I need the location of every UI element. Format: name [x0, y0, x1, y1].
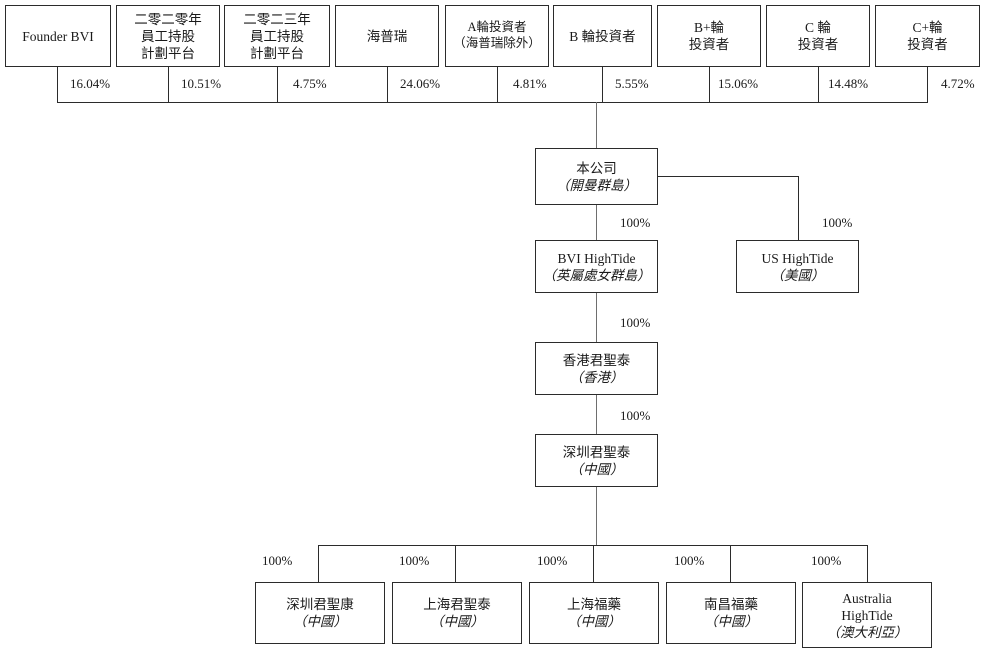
- leaf-jurisdiction: （中國）: [704, 614, 758, 629]
- subsidiary-name: 深圳君聖泰: [562, 444, 631, 460]
- leaf-jurisdiction: （中國）: [293, 614, 347, 629]
- percent-founder-bvi: 16.04%: [70, 76, 111, 91]
- percent-shanghai-fuyao: 100%: [537, 553, 568, 568]
- connector-company-to-bvi-hightide: [596, 205, 597, 240]
- percent-esop-2020: 10.51%: [181, 76, 222, 91]
- shareholder-label-line-3: 計劃平台: [250, 45, 304, 61]
- subsidiary-box-bvi-hightide: BVI HighTide （英屬處女群島）: [535, 240, 658, 293]
- connector-bus-to-company: [596, 102, 597, 148]
- shareholder-label-line-2: 員工持股: [141, 28, 195, 44]
- shareholder-box-series-c: C 輪 投資者: [766, 5, 870, 67]
- connector-drop-founder-bvi: [57, 67, 58, 102]
- shareholder-label-line-1: 二零二零年: [134, 11, 202, 27]
- shareholder-label: 海普瑞: [366, 28, 408, 44]
- company-box-main: 本公司 （開曼群島）: [535, 148, 658, 205]
- shareholder-label-line-1: C+輪: [912, 20, 943, 35]
- shareholder-box-hepalink: 海普瑞: [335, 5, 439, 67]
- shareholder-label-line-1: B+輪: [693, 20, 725, 35]
- leaf-jurisdiction: （中國）: [567, 614, 621, 629]
- connector-drop-shanghai-junshengtai: [455, 545, 456, 582]
- leaf-box-shanghai-fuyao: 上海福藥 （中國）: [529, 582, 659, 644]
- leaf-box-shenzhen-junshengkang: 深圳君聖康 （中國）: [255, 582, 385, 644]
- connector-drop-shanghai-fuyao: [593, 545, 594, 582]
- percent-hk-hightide: 100%: [620, 315, 651, 330]
- subsidiary-box-us-hightide: US HighTide （美國）: [736, 240, 859, 293]
- subsidiary-jurisdiction: （美國）: [770, 267, 825, 283]
- shareholder-box-esop-2023: 二零二三年 員工持股 計劃平台: [224, 5, 330, 67]
- connector-drop-hepalink: [387, 67, 388, 102]
- connector-company-to-us-hightide-horizontal: [658, 176, 799, 177]
- shareholder-label-line-3: 計劃平台: [141, 45, 195, 61]
- shareholder-label-line-1: A輪投資者: [467, 20, 527, 35]
- leaf-box-nanchang-fuyao: 南昌福藥 （中國）: [666, 582, 796, 644]
- leaf-name-line-1: Australia: [842, 590, 892, 606]
- percent-nanchang-fuyao: 100%: [674, 553, 705, 568]
- percent-hepalink: 24.06%: [400, 76, 441, 91]
- subsidiary-name: BVI HighTide: [557, 250, 636, 266]
- connector-drop-series-c: [818, 67, 819, 102]
- subsidiary-box-sz-hightide: 深圳君聖泰 （中國）: [535, 434, 658, 487]
- shareholder-label-line-1: 二零二三年: [243, 11, 311, 27]
- leaf-jurisdiction: （澳大利亞）: [826, 624, 908, 640]
- connector-drop-esop-2020: [168, 67, 169, 102]
- shareholder-label-line-2: 投資者: [907, 37, 948, 52]
- percent-sz-hightide: 100%: [620, 408, 651, 423]
- percent-australia-hightide: 100%: [811, 553, 842, 568]
- connector-drop-series-a: [497, 67, 498, 102]
- company-jurisdiction: （開曼群島）: [556, 177, 637, 193]
- leaf-name: 深圳君聖康: [286, 597, 354, 612]
- leaf-name: 上海福藥: [567, 597, 621, 612]
- shareholder-label-line-2: 投資者: [797, 37, 839, 52]
- subsidiary-jurisdiction: （香港）: [569, 369, 624, 385]
- shareholder-label-line-2: 投資者: [688, 37, 730, 52]
- connector-drop-shenzhen-junshengkang: [318, 545, 319, 582]
- connector-bvi-to-hk-hightide: [596, 293, 597, 342]
- shareholder-box-esop-2020: 二零二零年 員工持股 計劃平台: [116, 5, 220, 67]
- shareholder-box-series-c-plus: C+輪 投資者: [875, 5, 980, 67]
- connector-drop-series-b: [602, 67, 603, 102]
- percent-series-c-plus: 4.72%: [941, 76, 975, 91]
- subsidiary-jurisdiction: （中國）: [569, 461, 624, 477]
- connector-hk-to-sz-hightide: [596, 395, 597, 434]
- leaf-box-shanghai-junshengtai: 上海君聖泰 （中國）: [392, 582, 522, 644]
- shareholder-box-series-b: B 輪投資者: [553, 5, 652, 67]
- connector-drop-series-b-plus: [709, 67, 710, 102]
- subsidiary-name: US HighTide: [761, 250, 834, 266]
- company-name: 本公司: [576, 160, 617, 176]
- percent-bvi-hightide: 100%: [620, 215, 651, 230]
- shareholder-label-line-2: （海普瑞除外）: [453, 36, 541, 50]
- connector-company-to-us-hightide-vertical: [798, 176, 799, 240]
- shareholder-box-founder-bvi: Founder BVI: [5, 5, 111, 67]
- percent-series-c: 14.48%: [828, 76, 869, 91]
- subsidiary-name: 香港君聖泰: [562, 352, 631, 368]
- percent-shanghai-junshengtai: 100%: [399, 553, 430, 568]
- subsidiary-jurisdiction: （英屬處女群島）: [542, 267, 651, 283]
- connector-sz-to-leaf-bus: [596, 487, 597, 545]
- shareholder-label-line-1: C 輪: [805, 20, 831, 35]
- shareholder-box-series-a: A輪投資者 （海普瑞除外）: [445, 5, 549, 67]
- shareholder-label-line-2: 員工持股: [250, 28, 304, 44]
- leaf-name-line-2: HighTide: [841, 607, 893, 623]
- percent-us-hightide: 100%: [822, 215, 853, 230]
- percent-series-b: 5.55%: [615, 76, 649, 91]
- connector-drop-series-c-plus: [927, 67, 928, 102]
- connector-drop-nanchang-fuyao: [730, 545, 731, 582]
- leaf-name: 上海君聖泰: [423, 597, 491, 612]
- shareholder-label: B 輪投資者: [569, 28, 636, 44]
- percent-series-a: 4.81%: [513, 76, 547, 91]
- percent-series-b-plus: 15.06%: [718, 76, 759, 91]
- connector-drop-australia-hightide: [867, 545, 868, 582]
- shareholder-label: Founder BVI: [22, 28, 94, 44]
- shareholder-bus-line: [57, 102, 928, 103]
- subsidiary-box-hk-hightide: 香港君聖泰 （香港）: [535, 342, 658, 395]
- leaf-box-australia-hightide: Australia HighTide （澳大利亞）: [802, 582, 932, 648]
- percent-shenzhen-junshengkang: 100%: [262, 553, 293, 568]
- connector-drop-esop-2023: [277, 67, 278, 102]
- shareholder-box-series-b-plus: B+輪 投資者: [657, 5, 761, 67]
- leaf-name: 南昌福藥: [704, 597, 758, 612]
- leaf-jurisdiction: （中國）: [430, 614, 484, 629]
- percent-esop-2023: 4.75%: [293, 76, 327, 91]
